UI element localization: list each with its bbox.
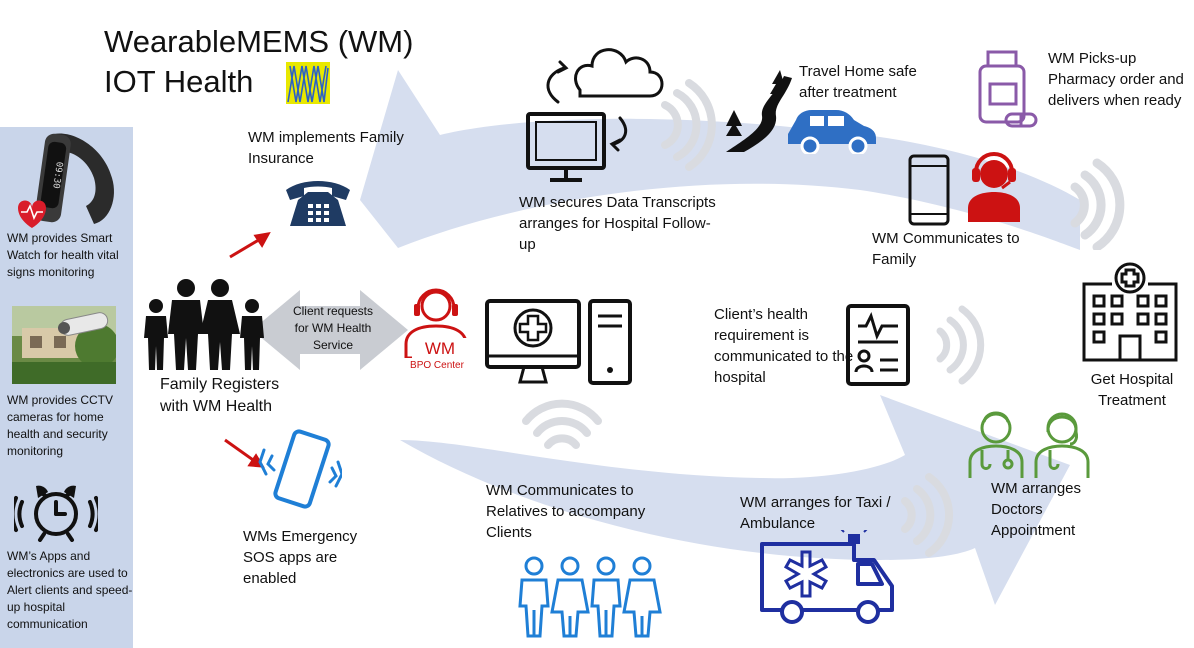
- travel-home-label: Travel Home safe after treatment: [799, 63, 917, 101]
- cctv-photo-icon: [12, 306, 116, 384]
- relatives-label: WM Communicates to Relatives to accompan…: [486, 482, 646, 541]
- doctors-appointment-label: WM arranges Doctors Appointment: [991, 480, 1082, 539]
- data-transcripts-label: WM secures Data Transcripts arranges for…: [519, 194, 716, 253]
- telephone-icon: [286, 181, 350, 226]
- doctors-icon: [968, 411, 1090, 478]
- insurance-label: WM implements Family Insurance: [248, 129, 404, 167]
- phone-operator-icon: [908, 152, 1020, 226]
- client-request-double-arrow: [252, 290, 408, 370]
- alarm-clock-icon: [14, 485, 98, 542]
- alarm-caption: WM’s Apps and electronics are used to Al…: [7, 549, 133, 631]
- watch-time-display: 09:30: [50, 161, 64, 189]
- smartwatch-caption: WM provides Smart Watch for health vital…: [7, 231, 119, 279]
- hospital-building-icon: [1082, 262, 1178, 362]
- ambulance-icon: [760, 530, 894, 624]
- cctv-caption: WM provides CCTV cameras for home health…: [7, 393, 114, 458]
- page-title-line2: IOT Health: [104, 64, 254, 99]
- bpo-logo-text: WM: [412, 338, 468, 359]
- pharmacy-label: WM Picks-up Pharmacy order and delivers …: [1048, 50, 1184, 109]
- family-communication-label: WM Communicates to Family: [872, 230, 1020, 268]
- family-icon: [144, 279, 264, 370]
- hospital-treatment-label: Get Hospital Treatment: [1090, 371, 1174, 409]
- travel-road-car-icon: [726, 70, 876, 154]
- relatives-group-icon: [518, 556, 662, 638]
- hospital-panel: [1066, 250, 1194, 412]
- sos-label: WMs Emergency SOS apps are enabled: [243, 528, 358, 587]
- flow-arrow-lower: [400, 395, 1070, 605]
- taxi-ambulance-label: WM arranges for Taxi / Ambulance: [740, 494, 891, 532]
- client-request-label: Client requests for WM Health Service: [292, 304, 374, 352]
- mobile-phone-icon: [258, 429, 342, 509]
- red-arrows: [224, 232, 271, 468]
- cloud-sync-icon: [526, 48, 664, 182]
- medical-computer-icon: [485, 299, 632, 385]
- family-label: Family Registers with WM Health: [160, 376, 280, 415]
- bpo-center-label: BPO Center: [410, 360, 464, 371]
- wm-logo-icon: [286, 62, 330, 104]
- pill-bottle-icon: [978, 50, 1038, 128]
- flow-arrow-upper: [360, 70, 1080, 250]
- smartwatch-icon: 09:30: [18, 133, 114, 228]
- page-title-line1: WearableMEMS (WM): [104, 24, 414, 59]
- flow-arrow-cycle: [360, 70, 1080, 605]
- medical-record-icon: [846, 304, 910, 386]
- health-requirement-label: Client’s health requirement is communica…: [714, 306, 854, 386]
